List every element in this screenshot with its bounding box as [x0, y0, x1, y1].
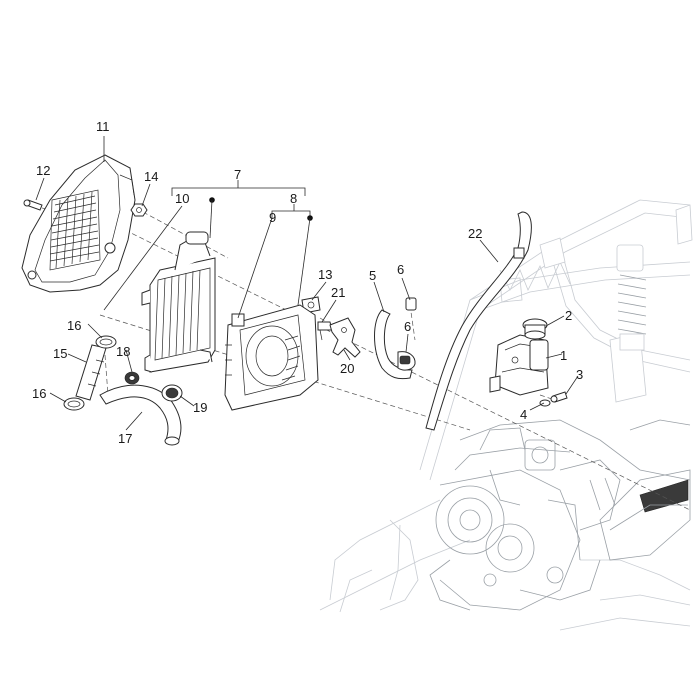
callout-20: 20 [340, 361, 354, 376]
bracket-part-20 [329, 317, 361, 358]
callout-8: 8 [290, 191, 297, 206]
side-fairing-ghost [599, 419, 691, 561]
callout-12: 12 [36, 163, 50, 178]
clamp-part-16-lower [63, 397, 85, 411]
rear-shock-ghost [616, 244, 647, 351]
callout-16-lower: 16 [32, 386, 46, 401]
callout-14: 14 [144, 169, 158, 184]
nut-part-14 [130, 203, 148, 217]
callout-22: 22 [468, 226, 482, 241]
callout-2: 2 [565, 308, 572, 323]
radiator-part-10 [141, 231, 216, 373]
screw-part-12 [23, 199, 43, 211]
callout-13: 13 [318, 267, 332, 282]
callout-17: 17 [118, 431, 132, 446]
callout-16-upper: 16 [67, 318, 81, 333]
clamp-part-19 [161, 384, 183, 402]
engine-assembly-ghost [429, 419, 691, 611]
expansion-tank-part-1 [489, 334, 549, 396]
callout-3: 3 [576, 367, 583, 382]
leader-lines [35, 136, 579, 431]
callout-6-lower: 6 [404, 319, 411, 334]
callout-19: 19 [193, 400, 207, 415]
hose-part-15 [75, 344, 107, 401]
callout-5: 5 [369, 268, 376, 283]
callout-21: 21 [331, 285, 345, 300]
group-bracket-7 [171, 180, 306, 196]
callout-11: 11 [96, 119, 110, 134]
group-bracket-8 [271, 204, 311, 218]
clamp-part-18 [124, 371, 140, 385]
overflow-hose-part-22 [425, 211, 532, 431]
screw-part-3 [550, 391, 568, 403]
clamp-part-16-upper [95, 335, 117, 349]
hose-part-5 [374, 309, 413, 380]
assembly-dashed-lines [41, 207, 691, 511]
hose-part-17 [99, 384, 182, 446]
fan-shroud-part-9 [224, 304, 319, 411]
tank-cap-part-2 [522, 318, 548, 340]
callout-1: 1 [560, 348, 567, 363]
callout-9: 9 [269, 210, 276, 225]
washer-part-4 [539, 399, 551, 407]
callout-7: 7 [234, 167, 241, 182]
callout-10: 10 [175, 191, 189, 206]
callout-6-upper: 6 [397, 262, 404, 277]
callout-15: 15 [53, 346, 67, 361]
callout-18: 18 [116, 344, 130, 359]
clamp-part-6-lower [397, 351, 416, 371]
callout-labels: 1 2 3 4 5 6 6 7 8 9 10 11 12 13 14 15 16… [32, 119, 583, 446]
callout-4: 4 [520, 407, 527, 422]
clamp-part-6-upper [405, 297, 417, 311]
